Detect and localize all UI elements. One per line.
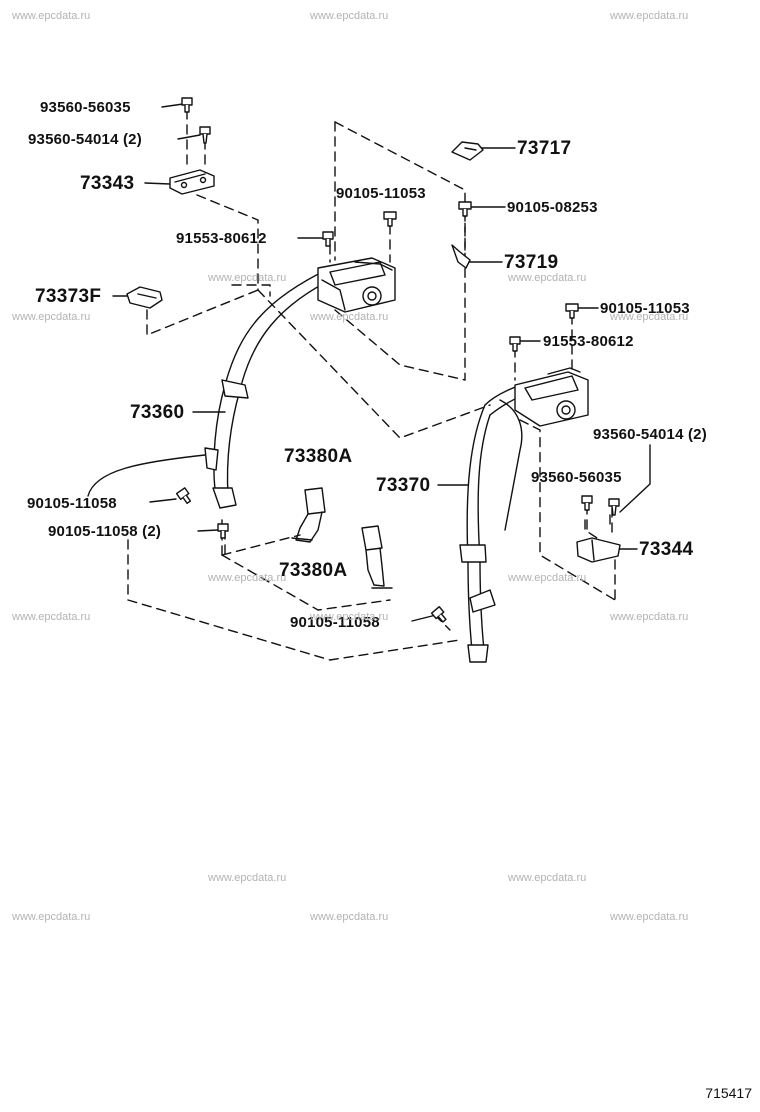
retractor-left bbox=[317, 257, 396, 313]
buckle-73380A-lower bbox=[361, 525, 393, 589]
bolt-icon bbox=[430, 606, 447, 623]
watermark: www.epcdata.ru bbox=[12, 10, 91, 22]
diagram-number: 715417 bbox=[705, 1085, 752, 1101]
part-label-93560-56035-left: 93560-56035 bbox=[40, 99, 131, 116]
part-label-73719: 73719 bbox=[504, 252, 559, 273]
bolt-icon bbox=[509, 336, 521, 352]
retractor-right bbox=[514, 367, 589, 427]
bolt-icon bbox=[322, 231, 334, 247]
part-label-90105-08253: 90105-08253 bbox=[507, 199, 598, 216]
fasteners bbox=[175, 97, 620, 623]
part-label-93560-54014-right: 93560-54014 (2) bbox=[593, 426, 707, 443]
part-label-73380A-upper: 73380A bbox=[284, 446, 353, 467]
bolt-icon bbox=[608, 498, 620, 516]
bracket-73343 bbox=[169, 169, 215, 195]
part-label-90105-11058-a: 90105-11058 bbox=[27, 495, 117, 512]
bolt-icon bbox=[199, 126, 211, 144]
part-label-73343: 73343 bbox=[80, 173, 135, 194]
watermark: www.epcdata.ru bbox=[508, 572, 587, 584]
watermark: www.epcdata.ru bbox=[610, 10, 689, 22]
part-label-91553-80612-right: 91553-80612 bbox=[543, 333, 634, 350]
watermark: www.epcdata.ru bbox=[12, 911, 91, 923]
part-label-73717: 73717 bbox=[517, 138, 572, 159]
bracket-73344 bbox=[576, 537, 621, 563]
watermark: www.epcdata.ru bbox=[208, 872, 287, 884]
bolt-icon bbox=[175, 487, 192, 505]
part-label-73373F: 73373F bbox=[35, 286, 102, 307]
part-label-73360: 73360 bbox=[130, 402, 185, 423]
watermark: www.epcdata.ru bbox=[610, 611, 689, 623]
part-label-93560-54014-left: 93560-54014 (2) bbox=[28, 131, 142, 148]
part-label-90105-11058-c: 90105-11058 bbox=[290, 614, 380, 631]
watermark: www.epcdata.ru bbox=[208, 572, 287, 584]
seat-belt-73360 bbox=[204, 267, 339, 509]
watermark: www.epcdata.ru bbox=[12, 611, 91, 623]
watermark: www.epcdata.ru bbox=[610, 911, 689, 923]
phantom-outline bbox=[127, 109, 616, 661]
watermark: www.epcdata.ru bbox=[310, 611, 389, 623]
bolt-icon bbox=[565, 303, 579, 319]
leader-lines bbox=[87, 103, 651, 622]
part-label-90105-11053-top: 90105-11053 bbox=[336, 185, 426, 202]
watermark: www.epcdata.ru bbox=[208, 272, 287, 284]
part-label-91553-80612-left: 91553-80612 bbox=[176, 230, 267, 247]
watermark: www.epcdata.ru bbox=[610, 311, 689, 323]
part-label-93560-56035-right: 93560-56035 bbox=[531, 469, 622, 486]
clip-73719 bbox=[451, 244, 471, 269]
bolt-icon bbox=[383, 211, 397, 227]
buckle-73380A-upper bbox=[291, 487, 326, 543]
bolt-icon bbox=[217, 523, 229, 539]
cover-73717 bbox=[451, 141, 484, 161]
watermark: www.epcdata.ru bbox=[508, 872, 587, 884]
part-label-90105-11053-right: 90105-11053 bbox=[600, 300, 690, 317]
watermark: www.epcdata.ru bbox=[310, 311, 389, 323]
watermark: www.epcdata.ru bbox=[310, 10, 389, 22]
cover-73373F bbox=[126, 286, 163, 309]
bolt-icon bbox=[581, 495, 593, 511]
part-label-73380A-lower: 73380A bbox=[279, 560, 348, 581]
part-label-73344: 73344 bbox=[639, 539, 694, 560]
part-label-90105-11058-b: 90105-11058 (2) bbox=[48, 523, 162, 540]
bolt-icon bbox=[181, 97, 193, 113]
watermark: www.epcdata.ru bbox=[508, 272, 587, 284]
bolt-icon bbox=[458, 201, 472, 217]
watermark: www.epcdata.ru bbox=[310, 911, 389, 923]
part-label-73370: 73370 bbox=[376, 475, 431, 496]
seat-belt-73370 bbox=[459, 377, 553, 663]
watermark: www.epcdata.ru bbox=[12, 311, 91, 323]
